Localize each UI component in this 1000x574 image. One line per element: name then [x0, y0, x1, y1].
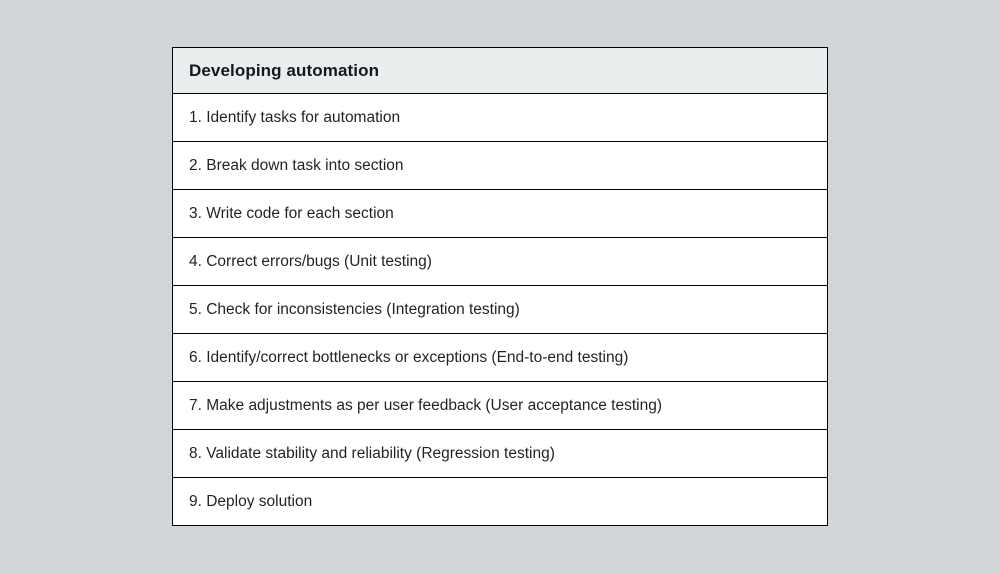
- table-row: 3. Write code for each section: [173, 190, 827, 238]
- table-row: 9. Deploy solution: [173, 478, 827, 525]
- developing-automation-table: Developing automation 1. Identify tasks …: [172, 47, 828, 526]
- table-row: 2. Break down task into section: [173, 142, 827, 190]
- table-title: Developing automation: [173, 48, 827, 94]
- table-row: 7. Make adjustments as per user feedback…: [173, 382, 827, 430]
- table-row: 1. Identify tasks for automation: [173, 94, 827, 142]
- table-row: 4. Correct errors/bugs (Unit testing): [173, 238, 827, 286]
- table-row: 6. Identify/correct bottlenecks or excep…: [173, 334, 827, 382]
- table-row: 8. Validate stability and reliability (R…: [173, 430, 827, 478]
- table-row: 5. Check for inconsistencies (Integratio…: [173, 286, 827, 334]
